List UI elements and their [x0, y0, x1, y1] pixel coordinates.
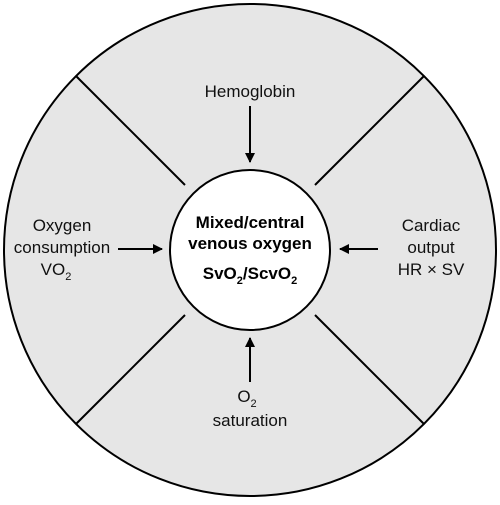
divider-top-right	[314, 75, 425, 186]
cardiac-output-line1: Cardiac	[402, 216, 461, 235]
scvo2-main: /ScvO	[243, 264, 291, 283]
scvo2-sub: 2	[291, 275, 297, 287]
divider-top-left	[75, 75, 186, 186]
vo2-label: VO2	[41, 260, 72, 283]
center-title-line1: Mixed/central	[196, 213, 305, 232]
o2-label: O2	[237, 387, 256, 410]
svo2-main: SvO	[203, 264, 237, 283]
divider-bottom-right	[314, 314, 425, 425]
divider-bottom-left	[75, 314, 186, 425]
oxygen-consumption-line2: consumption	[14, 238, 110, 257]
center-svo2-scvo2: SvO2/ScvO2	[203, 264, 297, 287]
vo2-sub: 2	[65, 271, 71, 283]
saturation-label: saturation	[213, 411, 288, 430]
o2-sub: 2	[251, 398, 257, 410]
center-circle	[169, 169, 331, 331]
svo2-sub: 2	[237, 275, 243, 287]
center-title-line2: venous oxygen	[188, 234, 312, 253]
o2-main: O	[237, 387, 250, 406]
hr-sv-label: HR × SV	[398, 260, 465, 279]
hemoglobin-label: Hemoglobin	[205, 82, 296, 101]
vo2-main: VO	[41, 260, 66, 279]
cardiac-output-line2: output	[407, 238, 455, 257]
oxygen-consumption-line1: Oxygen	[33, 216, 92, 235]
